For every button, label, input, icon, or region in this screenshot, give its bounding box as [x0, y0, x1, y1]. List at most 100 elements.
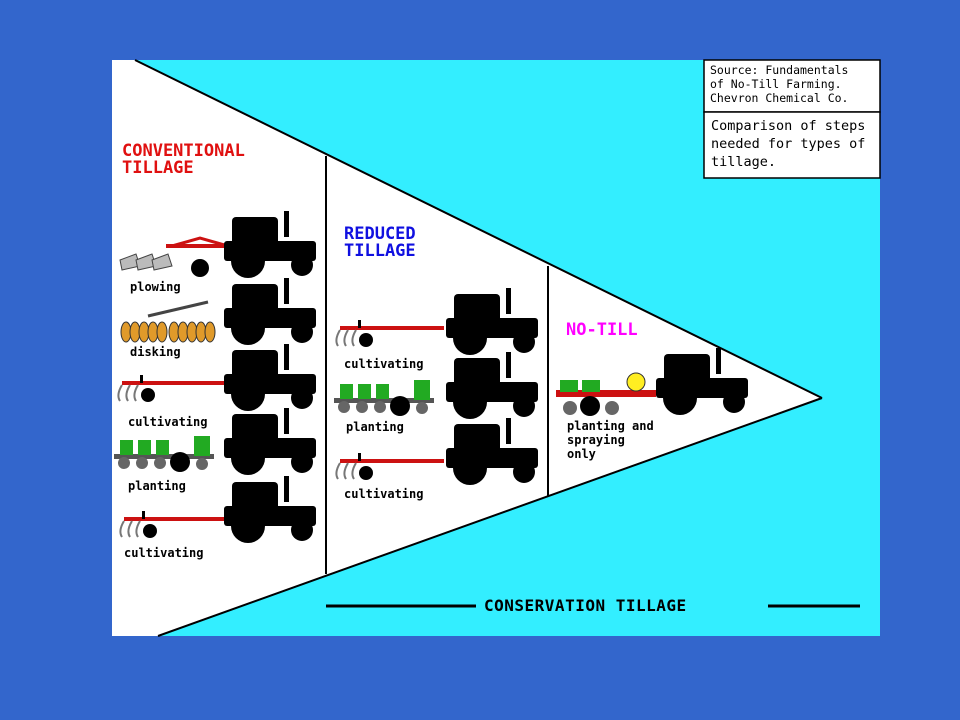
no-till-frame	[556, 390, 656, 397]
tractor-planting	[224, 408, 316, 475]
planter-gauge-wheel	[416, 402, 428, 414]
cultivator-tine	[335, 329, 341, 347]
planter-wheel	[136, 457, 148, 469]
source-line-1: Source: Fundamentals	[710, 63, 849, 77]
cultivator-wheel	[141, 388, 155, 402]
source-line-2: of No-Till Farming.	[710, 77, 842, 91]
tractor-front-wheel	[513, 461, 535, 483]
planter-gauge-wheel	[196, 458, 208, 470]
tractor-cab	[664, 354, 710, 382]
cultivator-tine	[343, 462, 349, 480]
plow-beam	[166, 244, 228, 248]
tractor-reduced-cultivating-2	[446, 418, 538, 485]
disk-blade	[204, 321, 216, 343]
cultivator-tine	[351, 329, 357, 347]
cultivator-tine	[135, 520, 141, 538]
conventional-heading: CONVENTIONAL TILLAGE	[122, 143, 245, 177]
planter-bar	[334, 398, 434, 403]
tractor-exhaust	[506, 352, 511, 378]
tractor-exhaust	[284, 344, 289, 370]
reduced-step-1-label: cultivating	[344, 357, 424, 371]
no-till-rig	[556, 372, 656, 416]
conventional-step-2-label: disking	[130, 345, 181, 359]
tractor-rear-wheel	[231, 509, 265, 543]
cultivator-tine	[117, 384, 123, 402]
planter-reduced	[334, 380, 434, 416]
cultivator-post	[358, 320, 361, 328]
tractor-no-till	[656, 348, 748, 415]
cultivator-1	[117, 375, 226, 402]
caption-box-border	[703, 111, 881, 179]
machinery-group	[114, 211, 748, 543]
disk-implement	[120, 300, 216, 343]
planter-hopper	[358, 384, 371, 399]
tractor-cab	[232, 414, 278, 442]
tractor-front-wheel	[513, 395, 535, 417]
conventional-heading-line-2: TILLAGE	[122, 158, 194, 178]
tractor-front-wheel	[291, 519, 313, 541]
spray-tank	[626, 372, 646, 392]
tractor-cab	[232, 284, 278, 312]
cultivator-tine	[127, 520, 133, 538]
tractor-rear-wheel	[453, 385, 487, 419]
no-till-heading-text: NO-TILL	[566, 320, 638, 340]
tractor-cultivating-1	[224, 344, 316, 411]
cultivator-wheel	[359, 466, 373, 480]
planter-hopper	[340, 384, 353, 399]
tractor-front-wheel	[291, 321, 313, 343]
tractor-exhaust	[506, 288, 511, 314]
tractor-front-wheel	[291, 387, 313, 409]
conservation-tillage-label: CONSERVATION TILLAGE	[484, 596, 687, 615]
tractor-cultivating-2	[224, 476, 316, 543]
tractor-rear-wheel	[453, 321, 487, 355]
tractor-front-wheel	[291, 254, 313, 276]
cultivator-bar	[122, 381, 226, 385]
triangle-edge-bottom	[157, 397, 823, 637]
tractor-front-wheel	[723, 391, 745, 413]
source-line-3: Chevron Chemical Co.	[710, 91, 849, 105]
plow-implement	[119, 236, 229, 277]
tractor-exhaust	[506, 418, 511, 444]
reduced-step-3-label: cultivating	[344, 487, 424, 501]
planter-wheel	[118, 457, 130, 469]
reduced-heading-line-1: REDUCED	[344, 224, 416, 244]
no-till-wheel	[563, 401, 577, 415]
tractor-rear-wheel	[231, 244, 265, 278]
tractor-rear-wheel	[231, 441, 265, 475]
caption-line-3: tillage.	[711, 154, 777, 170]
cultivator-post	[140, 375, 143, 383]
planter-hopper	[156, 440, 169, 455]
tractor-exhaust	[284, 278, 289, 304]
planter-seed-box	[194, 436, 210, 456]
cultivator-reduced-2	[335, 453, 444, 480]
cultivator-wheel	[143, 524, 157, 538]
planter-drive-wheel	[390, 396, 410, 416]
conventional-step-1-label: plowing	[130, 280, 181, 294]
cultivator-wheel	[359, 333, 373, 347]
tractor-exhaust	[284, 211, 289, 237]
tractor-cab	[454, 424, 500, 452]
conventional-step-5-label: cultivating	[124, 546, 204, 560]
no-till-step-line-3: only	[567, 447, 596, 461]
cultivator-post	[358, 453, 361, 461]
tractor-cab	[454, 294, 500, 322]
tractor-front-wheel	[291, 451, 313, 473]
triangle-edge-top	[134, 59, 823, 399]
reduced-heading-line-2: TILLAGE	[344, 241, 416, 261]
tractor-disking	[224, 278, 316, 345]
planter-bar	[114, 454, 214, 459]
planter-wheel	[338, 401, 350, 413]
planter-seed-box	[414, 380, 430, 400]
tractor-cab	[232, 350, 278, 378]
tractor-front-wheel	[513, 331, 535, 353]
caption-box: Comparison of steps needed for types of …	[711, 117, 865, 171]
no-till-heading: NO-TILL	[566, 322, 638, 339]
planter-wheel	[356, 401, 368, 413]
plow-frame	[171, 236, 229, 248]
tractor-rear-wheel	[231, 311, 265, 345]
planter-hopper	[120, 440, 133, 455]
conventional-step-3-label: cultivating	[128, 415, 208, 429]
planter-wheel	[154, 457, 166, 469]
